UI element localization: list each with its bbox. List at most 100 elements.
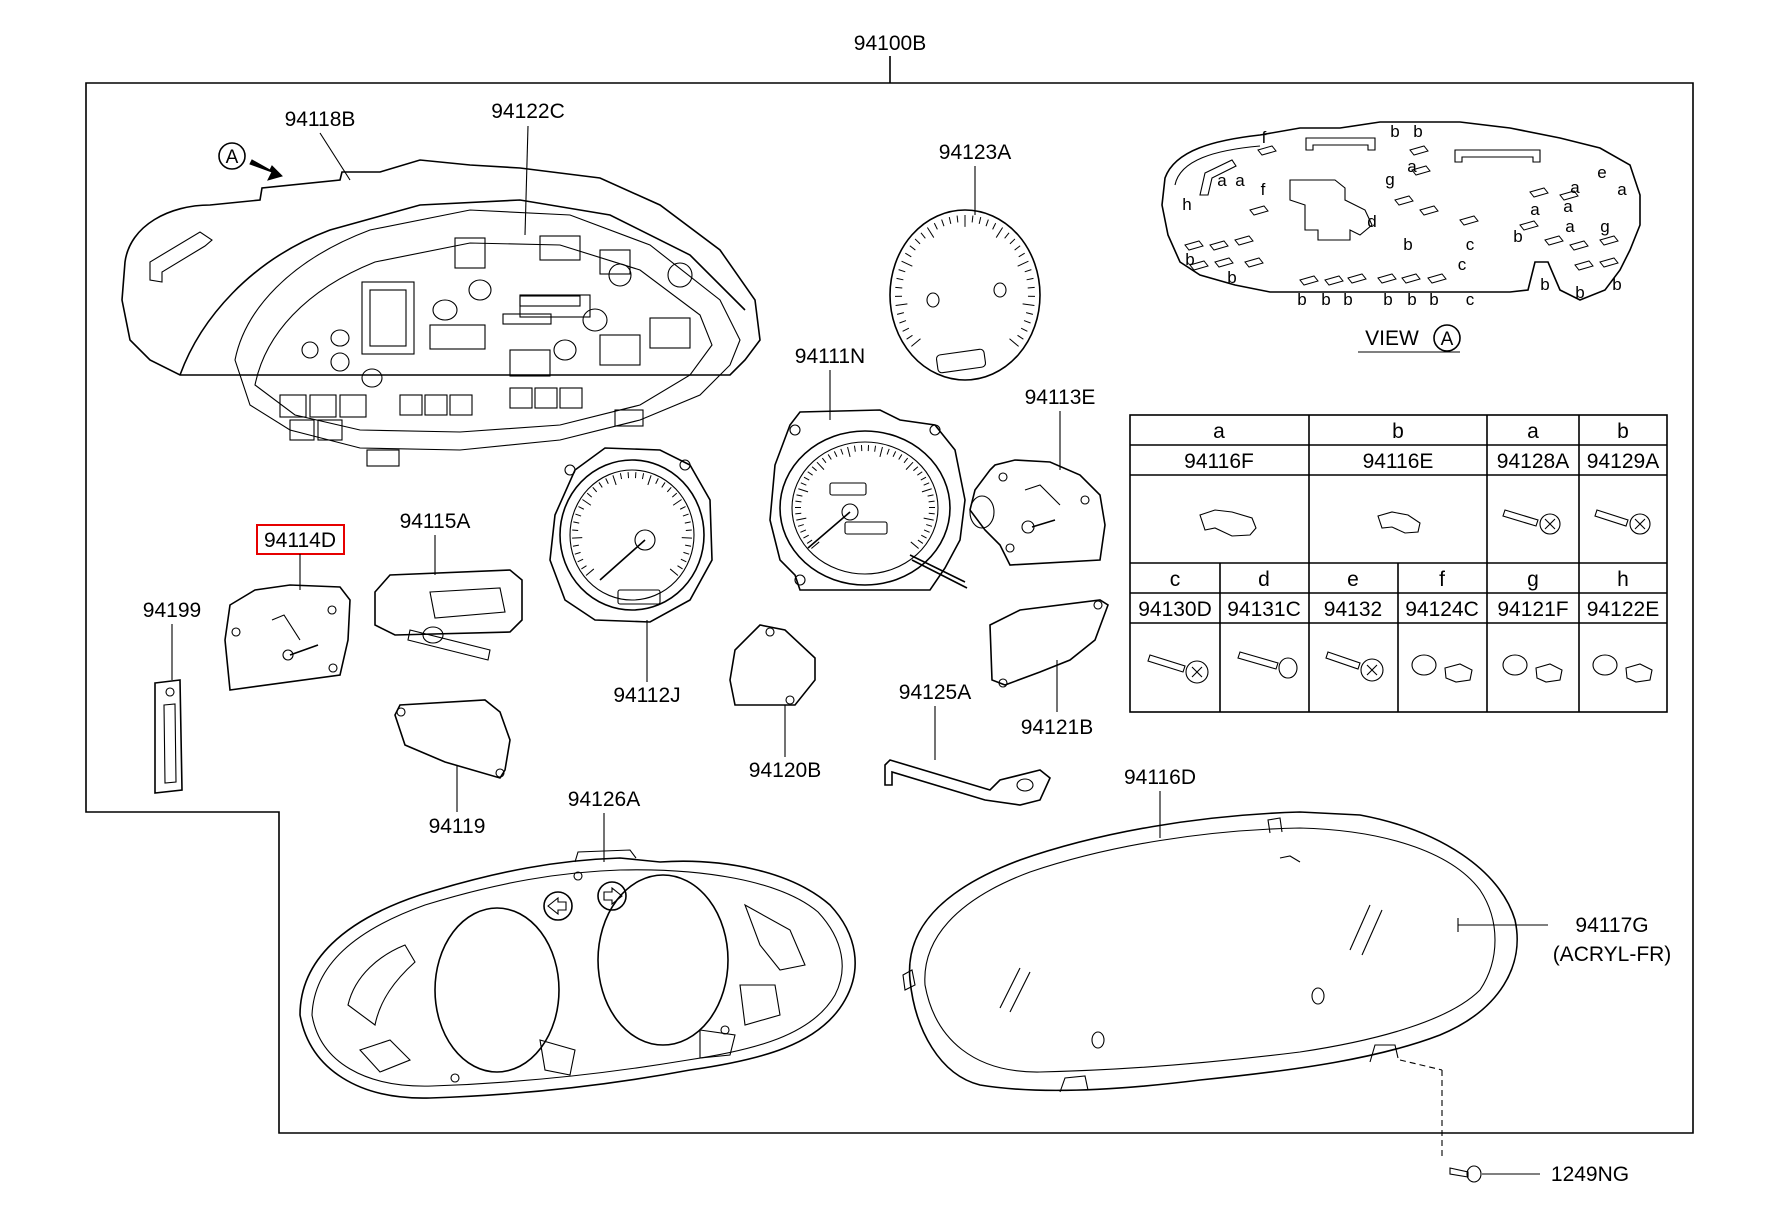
bracket-94199[interactable] — [154, 679, 183, 794]
label-94111N[interactable]: 94111N — [795, 345, 865, 368]
solder-pad — [1459, 215, 1479, 226]
tick-mark — [683, 551, 690, 555]
label-94114D[interactable]: 94114D — [264, 529, 336, 552]
tick-mark — [795, 500, 802, 503]
tick-mark — [941, 219, 945, 227]
label-94118B[interactable]: 94118B — [285, 108, 356, 131]
view-letter: g — [1600, 217, 1609, 236]
table-part-94130D[interactable]: 94130D — [1138, 598, 1212, 621]
gauge-94113E[interactable] — [969, 459, 1106, 566]
tick-mark — [995, 227, 1004, 238]
label-94125A[interactable]: 94125A — [899, 681, 971, 704]
speedo-ticks — [794, 445, 936, 549]
tick-mark — [680, 558, 687, 563]
label-94121B[interactable]: 94121B — [1021, 716, 1093, 739]
switch-94115A[interactable] — [374, 569, 523, 661]
view-letter: a — [1570, 178, 1580, 197]
table-part-94131C[interactable]: 94131C — [1227, 598, 1301, 621]
tick-mark — [847, 446, 851, 457]
tick-mark — [821, 457, 827, 464]
tick-mark — [655, 478, 659, 484]
dial-face-94123A[interactable] — [889, 209, 1041, 381]
socket-bulb-icon — [1411, 654, 1473, 683]
gauge-94114D[interactable] — [224, 584, 351, 691]
label-94115A[interactable]: 94115A — [400, 510, 471, 533]
label-94119[interactable]: 94119 — [429, 815, 486, 838]
table-part-94116E[interactable]: 94116E — [1363, 450, 1434, 473]
tick-mark — [920, 476, 927, 481]
bracket-94125A[interactable] — [884, 759, 1051, 806]
table-part-94122E[interactable]: 94122E — [1587, 598, 1659, 621]
solder-pad — [1234, 235, 1254, 246]
tick-mark — [798, 488, 809, 493]
table-key-f: f — [1439, 568, 1445, 591]
tick-mark — [902, 327, 910, 332]
table-part-94121F[interactable]: 94121F — [1497, 598, 1568, 621]
label-94126A[interactable]: 94126A — [568, 788, 640, 811]
gauge-94111N[interactable] — [769, 409, 968, 591]
tick-mark — [581, 565, 587, 570]
dial-ticks — [895, 215, 1035, 347]
tach-ticks — [572, 472, 692, 576]
label-94122C[interactable]: 94122C — [491, 100, 565, 123]
view-pads — [1184, 145, 1619, 286]
tick-mark — [874, 445, 877, 452]
table-key-b2: b — [1617, 420, 1629, 443]
tick-mark — [933, 222, 938, 230]
label-94123A[interactable]: 94123A — [939, 141, 1011, 164]
socket-bulb-icon — [1592, 654, 1653, 683]
table-part-94129A[interactable]: 94129A — [1587, 450, 1659, 473]
view-letter: b — [1413, 122, 1422, 141]
gauge-94112J[interactable] — [549, 447, 713, 623]
plate-94120B[interactable] — [729, 624, 816, 706]
solder-pad — [1257, 145, 1277, 156]
label-94116D[interactable]: 94116D — [1124, 766, 1196, 789]
tick-mark — [586, 492, 593, 498]
view-a-marker-letter: A — [226, 147, 239, 168]
label-assembly[interactable]: 94100B — [854, 32, 926, 55]
tick-mark — [1004, 232, 1010, 239]
label-94113E[interactable]: 94113E — [1025, 386, 1096, 409]
solder-pad — [1401, 273, 1421, 284]
tick-mark — [598, 482, 603, 488]
table-part-94124C[interactable]: 94124C — [1405, 598, 1479, 621]
label-1249NG[interactable]: 1249NG — [1551, 1163, 1629, 1186]
solder-pad — [1569, 240, 1589, 251]
view-letter: a — [1563, 197, 1573, 216]
screw-1249NG[interactable] — [1449, 1165, 1482, 1183]
screw-icon — [1594, 509, 1651, 535]
table-part-94132[interactable]: 94132 — [1324, 598, 1382, 621]
tick-mark — [672, 499, 682, 506]
view-letter: f — [1261, 180, 1266, 199]
view-letter: e — [1597, 163, 1606, 182]
solder-pad — [1249, 205, 1269, 216]
bulb-icon — [1199, 509, 1257, 537]
tick-mark — [796, 517, 807, 521]
tick-mark — [923, 482, 930, 486]
screw-icon — [1237, 651, 1298, 679]
label-94199[interactable]: 94199 — [143, 599, 201, 622]
tick-mark — [921, 534, 927, 539]
tick-mark — [800, 482, 807, 486]
view-letter: b — [1227, 268, 1236, 287]
table-part-94128A[interactable]: 94128A — [1497, 450, 1569, 473]
tick-mark — [811, 466, 817, 472]
tick-mark — [796, 494, 803, 497]
tick-mark — [679, 506, 686, 510]
cluster-housing-94118B[interactable] — [121, 159, 761, 451]
tick-mark — [681, 537, 692, 539]
label-94117G[interactable]: 94117G — [1575, 914, 1648, 937]
lens-cover-94116D[interactable] — [902, 811, 1518, 1093]
tick-mark — [1027, 286, 1035, 289]
tick-mark — [612, 475, 617, 486]
plate-94119[interactable] — [394, 699, 511, 779]
label-94120B[interactable]: 94120B — [749, 759, 821, 782]
plate-94121B[interactable] — [989, 599, 1109, 688]
pcb-94122C[interactable] — [254, 235, 713, 467]
label-94112J[interactable]: 94112J — [613, 684, 680, 707]
bezel-94126A[interactable] — [299, 849, 856, 1099]
tick-mark — [800, 529, 807, 533]
tick-mark — [605, 478, 609, 484]
table-part-94116F[interactable]: 94116F — [1184, 450, 1254, 473]
